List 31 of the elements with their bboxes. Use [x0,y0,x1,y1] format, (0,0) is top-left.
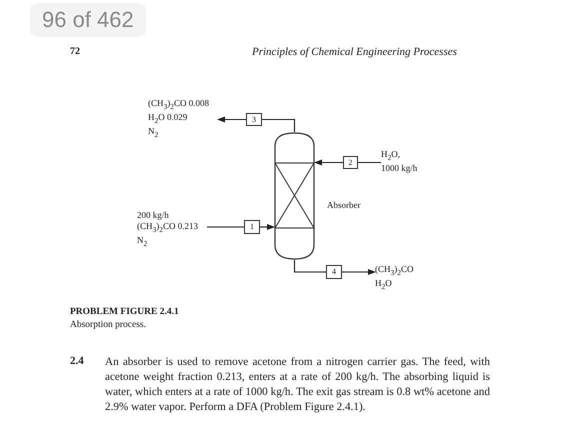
arrow [314,160,343,166]
stream-label: 200 kg/h [137,210,170,221]
page-counter: 96 of 462 [30,3,146,37]
arrow [342,269,376,275]
line [262,118,296,132]
stream-label: N$_{2}$ [137,234,148,249]
arrow [217,116,246,122]
line [358,162,381,164]
stream-label: (CH$_{3}$)$_{2}$CO [375,264,415,278]
absorber-column [274,132,315,260]
stream-label: (CH$_{3}$)$_{2}$CO 0.213 [137,221,200,235]
page-number: 72 [70,46,80,57]
problem-text: An absorber is used to remove acetone from a nitrogen carrier gas. The feed, with acetone weight fraction 0.213, enters at a rate of 200 kg/h. The absorbing liquid is water, which enters at a rate of 1000 kg/h. The exit gas stream is 0.8 wt% acetone and 2.9% water vapor. Perform a DFA (Problem Figure 2.4.1). [105,355,490,415]
stream-number: 3 [246,113,262,126]
line [294,260,326,273]
stream-label: H$_{2}$O [375,278,393,292]
figure-title: PROBLEM FIGURE 2.4.1 [70,307,179,317]
stream-number: 1 [244,220,260,234]
stream-label: (CH$_{3}$)$_{2}$CO 0.008 [148,98,210,112]
stream-label: H$_{2}$O 0.029 [148,112,188,126]
stream-number: 4 [326,265,342,279]
line [207,226,244,228]
stream-number: 2 [343,156,358,169]
arrow [260,224,275,230]
problem-number: 2.4 [70,355,84,367]
figure-caption: Absorption process. [70,320,146,330]
stream-label: N$_{2}$ [148,126,160,140]
column-label: Absorber [327,200,360,211]
stream-label: 1000 kg/h [381,162,418,174]
stream-label: H$_{2}$O, [381,149,401,163]
running-header: Principles of Chemical Engineering Processes [252,46,457,58]
